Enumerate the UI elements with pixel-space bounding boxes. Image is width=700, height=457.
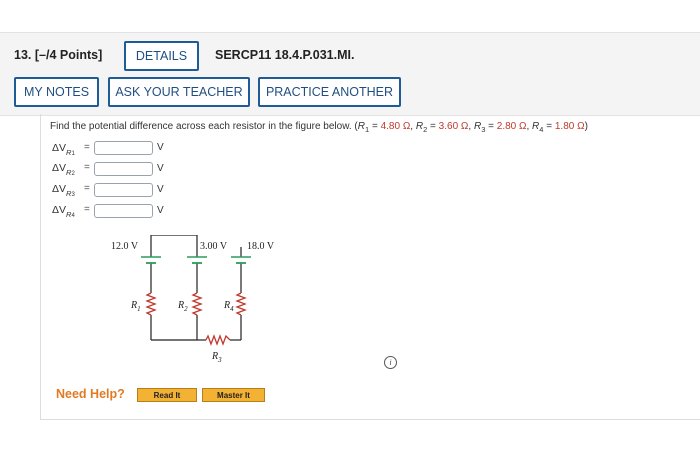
delta-v-text: ΔV <box>52 142 67 154</box>
resistor-r3 <box>205 334 231 346</box>
batteries <box>141 256 251 264</box>
delta-v-text: ΔV <box>52 204 67 216</box>
r3-sub: 3 <box>481 125 486 134</box>
r2-sub: 2 <box>423 125 428 134</box>
resistor-r2 <box>191 292 203 316</box>
answer-sub-4: R4 <box>66 210 75 219</box>
r3-symbol: R <box>473 121 482 132</box>
r4-symbol: R <box>532 121 540 132</box>
r4-letter: R <box>223 300 230 311</box>
r2-symbol: R <box>415 121 424 132</box>
points-text: [–/4 Points] <box>34 48 103 62</box>
answer-sub-n: 4 <box>71 213 75 219</box>
answer-sub-2: R2 <box>66 168 75 177</box>
answer-label-2: ΔVR2 <box>52 162 75 177</box>
answer-input-r3[interactable] <box>94 183 153 197</box>
my-notes-button[interactable]: MY NOTES <box>14 77 99 107</box>
need-help-label: Need Help? <box>56 387 125 401</box>
answer-input-r2[interactable] <box>94 162 153 176</box>
r3-given: 2.80 Ω <box>496 121 527 132</box>
emf-18-label: 18.0 V <box>247 241 275 252</box>
resistor-r4 <box>235 292 247 316</box>
r4-given: 1.80 Ω <box>554 121 585 132</box>
answer-sub-n: 2 <box>71 171 75 177</box>
answer-input-r1[interactable] <box>94 141 153 155</box>
r3-sub-label: 3 <box>217 356 222 364</box>
unit-label: V <box>157 142 164 153</box>
answer-sub-r: R <box>66 168 72 177</box>
r2-given: 3.60 Ω <box>438 121 469 132</box>
answer-input-r4[interactable] <box>94 204 153 218</box>
unit-label: V <box>157 205 164 216</box>
r4-sub: 4 <box>539 125 544 134</box>
answer-label-1: ΔVR1 <box>52 142 75 157</box>
read-it-button[interactable]: Read It <box>137 388 197 402</box>
equals-sign: = <box>84 183 90 194</box>
r2-letter: R <box>177 300 184 311</box>
details-button[interactable]: DETAILS <box>124 41 199 71</box>
emf-3-label: 3.00 V <box>200 241 228 252</box>
r3-label: R3 <box>211 351 222 364</box>
answer-sub-r: R <box>66 148 72 157</box>
ask-teacher-button[interactable]: ASK YOUR TEACHER <box>108 77 250 107</box>
info-icon[interactable]: i <box>384 356 397 369</box>
unit-label: V <box>157 163 164 174</box>
answer-label-4: ΔVR4 <box>52 204 75 219</box>
prompt-close: ) <box>584 121 588 132</box>
r2-sub-label: 2 <box>184 305 188 313</box>
r4-label: R4 <box>223 300 234 313</box>
problem-code: SERCP11 18.4.P.031.MI. <box>215 48 355 62</box>
answer-sub-r: R <box>66 210 72 219</box>
prompt-text: Find the potential difference across eac… <box>50 121 358 132</box>
r1-given: 4.80 Ω <box>380 121 411 132</box>
equals-sign: = <box>84 162 90 173</box>
circuit-labels: 12.0 V 3.00 V 18.0 V R1 R2 R4 R3 <box>111 241 275 364</box>
r2-label: R2 <box>177 300 188 313</box>
unit-label: V <box>157 184 164 195</box>
equals-sign: = <box>84 142 90 153</box>
resistors <box>145 292 247 346</box>
delta-v-text: ΔV <box>52 162 67 174</box>
question-number: 13. [–/4 Points] <box>14 48 102 62</box>
question-prompt: Find the potential difference across eac… <box>50 121 588 134</box>
answer-sub-3: R3 <box>66 189 75 198</box>
answer-sub-1: R1 <box>66 148 75 157</box>
circuit-wires <box>150 235 242 341</box>
circuit-diagram: 12.0 V 3.00 V 18.0 V R1 R2 R4 R3 <box>111 235 275 364</box>
master-it-button[interactable]: Master It <box>202 388 265 402</box>
emf-12-label: 12.0 V <box>111 241 139 252</box>
r1-symbol: R <box>357 121 365 132</box>
r1-label: R1 <box>130 300 141 313</box>
answer-sub-n: 1 <box>71 151 75 157</box>
question-number-text: 13. <box>14 48 32 62</box>
r1-letter: R <box>130 300 137 311</box>
r1-sub-label: 1 <box>137 305 141 313</box>
question-panel <box>40 114 700 420</box>
resistor-r1 <box>145 292 157 316</box>
answer-sub-r: R <box>66 189 72 198</box>
r1-sub: 1 <box>365 125 370 134</box>
answer-sub-n: 3 <box>71 192 75 198</box>
r3-letter: R <box>211 351 218 362</box>
answer-label-3: ΔVR3 <box>52 183 75 198</box>
r4-sub-label: 4 <box>230 305 234 313</box>
delta-v-text: ΔV <box>52 183 67 195</box>
equals-sign: = <box>84 204 90 215</box>
practice-another-button[interactable]: PRACTICE ANOTHER <box>258 77 401 107</box>
